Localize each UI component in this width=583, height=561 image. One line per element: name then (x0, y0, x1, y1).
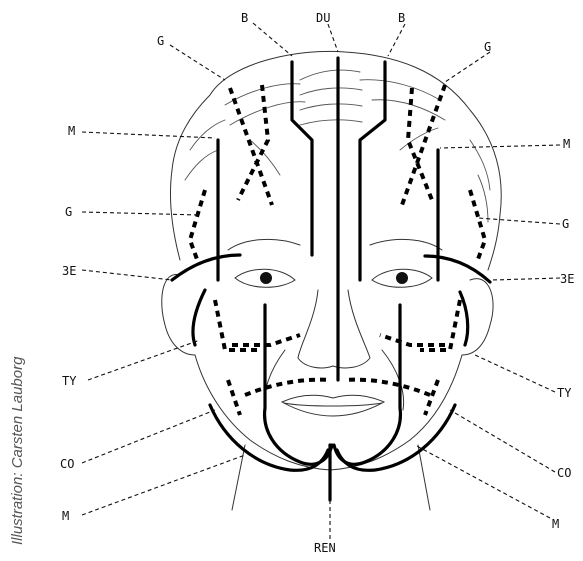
meridian-lines-solid (172, 58, 490, 500)
head-outline (170, 51, 501, 270)
label-du: DU (316, 11, 330, 25)
gb-left-temple (190, 190, 205, 262)
nose (298, 290, 370, 368)
leader-g-right-mid (478, 218, 560, 224)
right-eyebrow (370, 239, 442, 250)
label-3e-left: 3E (62, 264, 76, 278)
label-g-top-right: G (484, 40, 491, 54)
lower-jaw-dash-left (228, 380, 240, 415)
leader-m-left-lower (82, 455, 245, 515)
gb-left-forehead-a (230, 88, 272, 205)
leader-m-right-upper (440, 145, 560, 148)
leader-g-left-mid (82, 212, 200, 215)
right-pupil (396, 272, 408, 284)
stomach-left-lower (265, 305, 332, 464)
leader-3e-left (82, 270, 172, 280)
leader-b-right (388, 24, 405, 56)
colon-left (210, 405, 328, 470)
mouth-line (284, 403, 382, 406)
label-ty-left: TY (62, 374, 77, 388)
leader-ty-right (475, 355, 555, 392)
left-pupil (260, 272, 272, 284)
label-m-right-lower: M (552, 517, 559, 531)
label-b-right: B (398, 11, 405, 25)
label-co-left: CO (60, 457, 74, 471)
leader-co-right (450, 410, 555, 472)
label-g-left-mid: G (65, 205, 72, 219)
bladder-left (292, 62, 312, 255)
meridian-labels: B DU B G G M M G G 3E 3E TY TY CO CO M M… (60, 11, 574, 555)
leader-b-left (253, 23, 292, 56)
leader-m-right-lower (415, 445, 550, 518)
label-m-left-upper: M (68, 124, 75, 138)
left-eyebrow (228, 239, 300, 250)
san-jiao-right (425, 256, 490, 345)
lower-jaw-dash-right (425, 380, 438, 415)
leader-co-left (82, 410, 215, 463)
label-ren: REN (314, 541, 336, 555)
leader-g-top-right (445, 52, 490, 82)
colon-right (337, 405, 455, 470)
bladder-right (360, 62, 385, 280)
leader-3e-right (492, 278, 560, 280)
san-jiao-left (172, 255, 240, 345)
stomach-right-lower (334, 305, 400, 464)
label-b-left: B (241, 11, 248, 25)
label-g-right-mid: G (562, 217, 569, 231)
colon-nose-left (245, 380, 330, 395)
label-g-top-left: G (157, 34, 164, 48)
face-sketch (162, 51, 502, 510)
sp-right-cheek (420, 300, 460, 350)
colon-nose-right (345, 380, 430, 395)
illustration-credit: Illustration: Carsten Lauborg (9, 356, 26, 545)
left-ear (162, 274, 195, 355)
label-ty-right: TY (557, 386, 572, 400)
label-3e-right: 3E (560, 272, 574, 286)
label-co-right: CO (557, 466, 571, 480)
label-m-right-upper: M (563, 137, 570, 151)
label-m-left-lower: M (62, 509, 69, 523)
leader-m-left-upper (82, 132, 215, 138)
leader-g-top-left (170, 45, 225, 80)
small-int-right (380, 335, 445, 345)
leader-ty-left (88, 340, 200, 380)
leader-du (328, 24, 338, 52)
sp-left-cheek (215, 300, 258, 350)
gb-right-temple (470, 190, 485, 262)
